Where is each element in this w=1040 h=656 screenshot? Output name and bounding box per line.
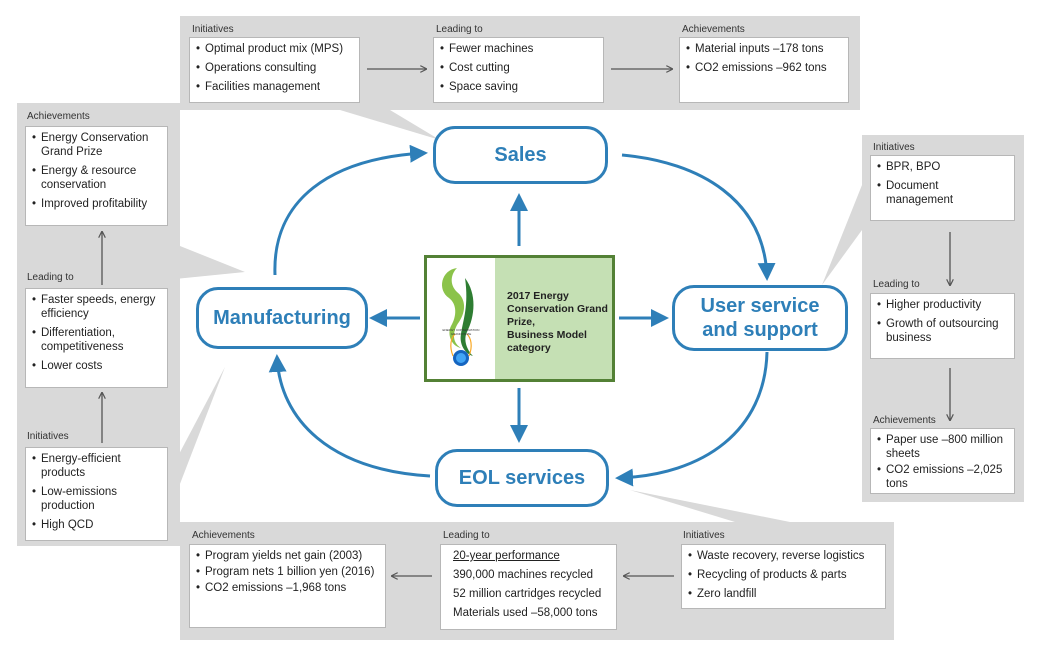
left-initiatives-box: Energy-efficient products Low-emissions …	[25, 447, 168, 541]
bottom-leading-label: Leading to	[443, 530, 490, 541]
cycle-arrow-manufacturing-to-sales	[273, 144, 428, 276]
user-service-label-line1: User service	[700, 295, 820, 317]
list-item: 390,000 machines recycled	[453, 569, 593, 581]
list-item: Waste recovery, reverse logistics	[688, 549, 879, 563]
award-caption-line: Business Model	[507, 329, 587, 341]
right-initiatives-box: BPR, BPO Document management	[870, 155, 1015, 221]
cycle-arrow-user-service-to-eol	[615, 351, 769, 487]
award-box: ENERGY CONSERVATION GRAND PRIZE 2017 Ene…	[424, 255, 615, 382]
left-achievements-label: Achievements	[27, 111, 90, 122]
eol-services-node: EOL services	[435, 449, 609, 507]
list-item: Differentiation, competitiveness	[32, 326, 161, 354]
right-panel-tail	[822, 185, 862, 285]
list-item: Document management	[877, 179, 1008, 207]
list-item: Fewer machines	[440, 42, 597, 56]
bottom-initiatives-box: Waste recovery, reverse logistics Recycl…	[681, 544, 886, 609]
list-item: BPR, BPO	[877, 160, 1008, 174]
logo-text: GRAND PRIZE	[451, 332, 472, 336]
performance-title: 20-year performance	[453, 550, 560, 562]
list-item: Operations consulting	[196, 61, 353, 75]
right-achievements-box: Paper use –800 million sheets CO2 emissi…	[870, 428, 1015, 494]
award-caption: 2017 Energy Conservation Grand Prize, Bu…	[507, 290, 615, 355]
award-logo-image: ENERGY CONSERVATION GRAND PRIZE	[442, 268, 480, 366]
list-item: CO2 emissions –962 tons	[686, 61, 842, 75]
list-item: Program yields net gain (2003)	[196, 549, 379, 563]
user-service-label-line2: and support	[702, 319, 818, 341]
top-initiatives-box: Optimal product mix (MPS) Operations con…	[189, 37, 360, 103]
top-initiatives-label: Initiatives	[192, 24, 234, 35]
bottom-initiatives-label: Initiatives	[683, 530, 725, 541]
right-leading-box: Higher productivity Growth of outsourcin…	[870, 293, 1015, 359]
cycle-arrow-sales-to-user-service	[621, 153, 776, 281]
list-item: Space saving	[440, 80, 597, 94]
logo-text: ENERGY CONSERVATION	[443, 328, 480, 332]
award-logo: ENERGY CONSERVATION GRAND PRIZE	[427, 258, 495, 379]
list-item: Optimal product mix (MPS)	[196, 42, 353, 56]
list-item: Low-emissions production	[32, 485, 161, 513]
cycle-arrow-eol-to-manufacturing	[268, 354, 431, 478]
list-item: Zero landfill	[688, 587, 879, 601]
list-item: Lower costs	[32, 359, 161, 373]
list-item: Energy-efficient products	[32, 452, 161, 480]
sales-node: Sales	[433, 126, 608, 184]
top-panel-tail	[340, 110, 440, 140]
bottom-achievements-box: Program yields net gain (2003) Program n…	[189, 544, 386, 628]
list-item: Energy Conservation Grand Prize	[32, 131, 161, 159]
bottom-panel-tail	[630, 490, 790, 522]
right-achievements-label: Achievements	[873, 415, 936, 426]
right-initiatives-label: Initiatives	[873, 142, 915, 153]
left-achievements-box: Energy Conservation Grand Prize Energy &…	[25, 126, 168, 226]
left-initiatives-label: Initiatives	[27, 431, 69, 442]
list-item: Higher productivity	[877, 298, 1008, 312]
bottom-leading-box: 20-year performance 390,000 machines rec…	[440, 544, 617, 630]
list-item: Facilities management	[196, 80, 353, 94]
right-leading-label: Leading to	[873, 279, 920, 290]
left-leading-box: Faster speeds, energy efficiency Differe…	[25, 288, 168, 388]
award-caption-line: Prize,	[507, 316, 536, 328]
manufacturing-label: Manufacturing	[213, 306, 351, 329]
top-leading-label: Leading to	[436, 24, 483, 35]
list-item: Cost cutting	[440, 61, 597, 75]
award-caption-line: 2017 Energy	[507, 290, 569, 302]
award-caption-line: Conservation Grand	[507, 303, 608, 315]
left-leading-label: Leading to	[27, 272, 74, 283]
top-leading-box: Fewer machines Cost cutting Space saving	[433, 37, 604, 103]
award-caption-line: category	[507, 342, 551, 354]
list-item: Growth of outsourcing business	[877, 317, 1008, 345]
list-item: Material inputs –178 tons	[686, 42, 842, 56]
top-achievements-box: Material inputs –178 tons CO2 emissions …	[679, 37, 849, 103]
sales-label: Sales	[494, 143, 547, 166]
list-item: Materials used –58,000 tons	[453, 607, 598, 619]
list-item: Faster speeds, energy efficiency	[32, 293, 161, 321]
top-achievements-label: Achievements	[682, 24, 745, 35]
user-service-node: User service and support	[672, 285, 848, 351]
list-item: Program nets 1 billion yen (2016)	[196, 565, 379, 579]
list-item: Energy & resource conservation	[32, 164, 161, 192]
list-item: CO2 emissions –2,025 tons	[877, 463, 1008, 491]
bottom-achievements-label: Achievements	[192, 530, 255, 541]
eol-services-label: EOL services	[458, 466, 586, 489]
manufacturing-node: Manufacturing	[196, 287, 368, 349]
list-item: High QCD	[32, 518, 161, 532]
list-item: Recycling of products & parts	[688, 568, 879, 582]
list-item: 52 million cartridges recycled	[453, 588, 602, 600]
list-item: Paper use –800 million sheets	[877, 433, 1008, 461]
list-item: Improved profitability	[32, 197, 161, 211]
list-item: CO2 emissions –1,968 tons	[196, 581, 379, 595]
